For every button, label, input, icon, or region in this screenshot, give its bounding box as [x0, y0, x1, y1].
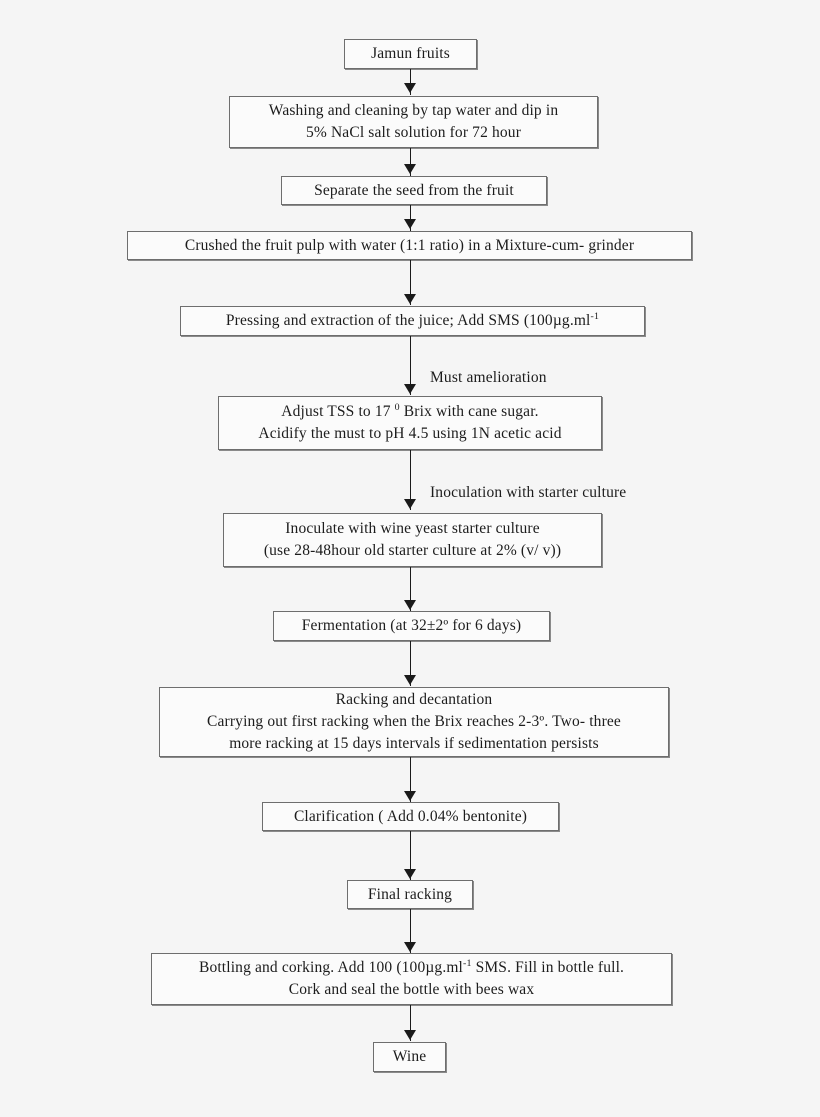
node-text: Fermentation (at 32±2º for 6 days) [302, 615, 521, 637]
node-wine: Wine [373, 1042, 446, 1072]
node-pressing-and-extraction: Pressing and extraction of the juice; Ad… [180, 306, 645, 336]
arrowhead-6 [404, 499, 416, 509]
node-text-line: Acidify the must to pH 4.5 using 1N acet… [258, 425, 562, 442]
node-text-line: Wine [392, 1048, 427, 1065]
edge-label-must-amelioration: Must amelioration [430, 369, 547, 386]
connector-1 [410, 69, 411, 95]
arrowhead-2 [404, 164, 416, 174]
node-text: Final racking [368, 884, 452, 906]
node-text-line: Pressing and extraction of the juice; Ad… [225, 310, 600, 329]
arrowhead-12 [404, 1030, 416, 1040]
arrowhead-9 [404, 791, 416, 801]
arrowhead-11 [404, 942, 416, 952]
arrowhead-8 [404, 675, 416, 685]
node-text-line: Crushed the fruit pulp with water (1:1 r… [184, 236, 635, 254]
node-text: Inoculate with wine yeast starter cultur… [264, 518, 561, 562]
connector-7 [410, 567, 411, 611]
node-text-line: Racking and decantation [335, 691, 493, 708]
arrowhead-7 [404, 600, 416, 610]
node-crush-fruit-pulp: Crushed the fruit pulp with water (1:1 r… [127, 231, 692, 260]
node-text-line: Washing and cleaning by tap water and di… [268, 102, 559, 119]
connector-2 [410, 148, 411, 176]
node-text-line: Adjust TSS to 17 0 Brix with cane sugar. [281, 401, 539, 420]
node-fermentation: Fermentation (at 32±2º for 6 days) [273, 611, 550, 641]
node-clarification: Clarification ( Add 0.04% bentonite) [262, 802, 559, 831]
node-text-line: Clarification ( Add 0.04% bentonite) [293, 807, 528, 825]
node-text: Jamun fruits [371, 43, 450, 65]
edge-label-inoculation: Inoculation with starter culture [430, 484, 627, 501]
connector-8 [410, 641, 411, 686]
node-text-line: Fermentation (at 32±2º for 6 days) [301, 617, 522, 634]
node-text-line: Inoculate with wine yeast starter cultur… [285, 520, 540, 537]
node-text-line: more racking at 15 days intervals if sed… [229, 735, 599, 752]
node-text: Clarification ( Add 0.04% bentonite) [294, 806, 527, 828]
arrowhead-10 [404, 869, 416, 879]
node-inoculate-with-starter-culture: Inoculate with wine yeast starter cultur… [223, 513, 602, 567]
arrowhead-1 [404, 83, 416, 93]
node-text-line: (use 28-48hour old starter culture at 2%… [263, 542, 562, 559]
connector-10 [410, 831, 411, 880]
arrowhead-3 [404, 219, 416, 229]
node-washing-and-cleaning: Washing and cleaning by tap water and di… [229, 96, 598, 148]
node-text-line: Carrying out first racking when the Brix… [207, 713, 621, 730]
node-text: Bottling and corking. Add 100 (100µg.ml-… [199, 957, 624, 1001]
node-text-line: Separate the seed from the fruit [314, 181, 514, 199]
node-text: Wine [393, 1046, 427, 1068]
arrowhead-4 [404, 294, 416, 304]
node-text: Crushed the fruit pulp with water (1:1 r… [185, 235, 634, 257]
node-final-racking: Final racking [347, 880, 473, 909]
node-jamun-fruits: Jamun fruits [344, 39, 477, 69]
connector-5 [410, 336, 411, 395]
node-text: Pressing and extraction of the juice; Ad… [226, 310, 599, 332]
connector-6 [410, 450, 411, 510]
node-text: Separate the seed from the fruit [314, 180, 514, 202]
connector-4 [410, 260, 411, 305]
connector-12 [410, 1005, 411, 1041]
node-separate-seed-from-fruit: Separate the seed from the fruit [281, 176, 547, 205]
connector-9 [410, 757, 411, 802]
node-bottling-and-corking: Bottling and corking. Add 100 (100µg.ml-… [151, 953, 672, 1005]
connector-11 [410, 909, 411, 953]
node-text-line: Final racking [367, 885, 453, 903]
connector-3 [410, 205, 411, 231]
node-text: Washing and cleaning by tap water and di… [269, 100, 558, 144]
arrowhead-5 [404, 384, 416, 394]
node-adjust-tss-and-acidify: Adjust TSS to 17 0 Brix with cane sugar.… [218, 396, 602, 450]
node-text-line: Cork and seal the bottle with bees wax [288, 981, 535, 998]
node-text: Adjust TSS to 17 0 Brix with cane sugar.… [258, 401, 561, 445]
node-text-line: 5% NaCl salt solution for 72 hour [305, 124, 522, 141]
node-text-line: Jamun fruits [371, 45, 450, 62]
node-text-line: Bottling and corking. Add 100 (100µg.ml-… [198, 957, 625, 976]
